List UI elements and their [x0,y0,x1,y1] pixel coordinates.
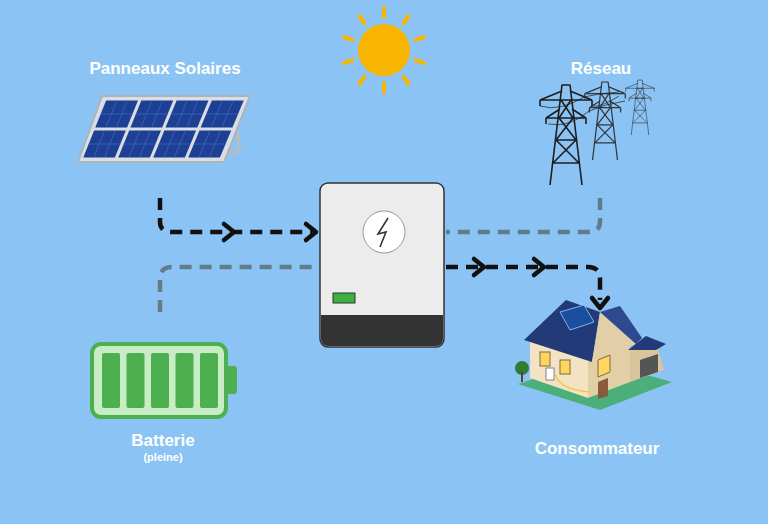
sun [344,8,424,92]
component-name: Consommateur [531,439,664,459]
battery-label: Batterie(pleine) [127,431,199,464]
solar-panel [78,96,250,162]
component-name: Batterie [127,431,199,451]
component-state: (pleine) [127,451,199,464]
battery [92,344,237,417]
inverter [320,183,444,347]
house [515,300,672,410]
component-name: Réseau [567,59,636,79]
component-name: Panneaux Solaires [85,59,245,79]
solar-label: Panneaux Solaires [85,59,245,79]
grid-label: Réseau [567,59,636,79]
power-pylons [540,80,654,185]
consumer-label: Consommateur [531,439,664,459]
